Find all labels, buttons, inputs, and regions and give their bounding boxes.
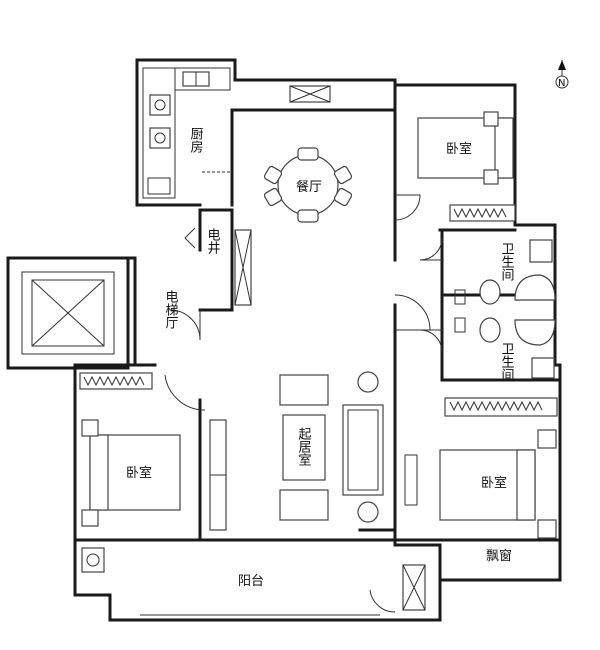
- balcony-fixtures: [81, 547, 426, 616]
- label-balcony: 阳台: [238, 574, 264, 589]
- north-compass: N: [555, 60, 569, 89]
- label-bedroom-ne: 卧室: [446, 141, 472, 157]
- label-bath-1: 卫生间: [499, 242, 515, 281]
- elevator-shaft-box: [6, 256, 130, 370]
- bath-fixtures: [454, 239, 556, 379]
- bed-w: [79, 372, 181, 527]
- label-elevator-hall: 电梯厅: [163, 290, 179, 329]
- kitchen-fixtures: [142, 67, 231, 199]
- top-window: [289, 85, 331, 103]
- label-bath-2: 卫生间: [499, 342, 515, 381]
- doors: [164, 194, 443, 613]
- living-furniture: [209, 371, 384, 531]
- shaft-details: [184, 227, 252, 306]
- label-dining: 餐厅: [296, 179, 322, 195]
- bed-se: [404, 397, 558, 539]
- label-living: 起居室: [296, 427, 312, 466]
- label-bedroom-se: 卧室: [481, 475, 507, 491]
- label-kitchen: 厨房: [188, 127, 204, 153]
- label-elevator-shaft: 电井: [205, 228, 221, 255]
- dining-table: [263, 147, 353, 223]
- label-bedroom-w: 卧室: [126, 465, 152, 481]
- bed-ne: [417, 111, 516, 222]
- label-bay-window: 飘窗: [486, 548, 512, 564]
- compass-north-label: N: [558, 78, 565, 89]
- room-labels: 厨房 餐厅 卧室 卫生间 卫生间 电井 电梯厅 起居室 卧室 卧室 飘窗 阳台: [126, 127, 514, 589]
